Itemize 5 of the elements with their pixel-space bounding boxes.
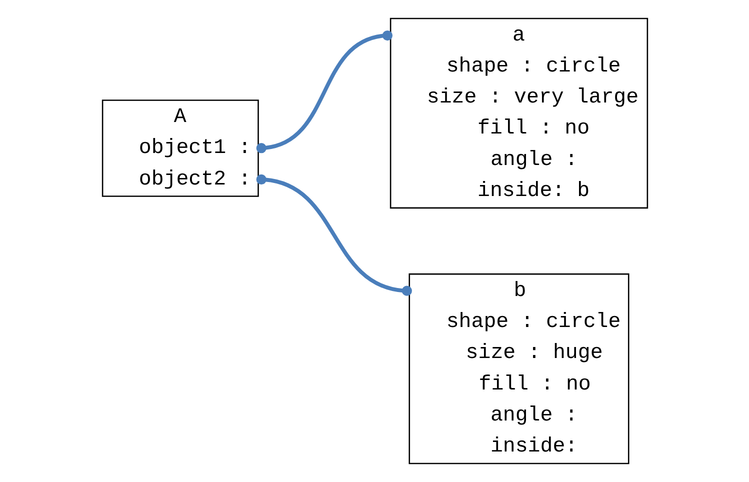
connector	[256, 30, 392, 154]
node-box: A object1 : object2 :	[101, 100, 258, 197]
connector	[256, 174, 412, 296]
node-box: b shape : circle size : huge fill : no angle : inside:	[408, 273, 629, 464]
node-box: a shape : circle size : very large fill : no angle : inside: b	[389, 18, 648, 209]
